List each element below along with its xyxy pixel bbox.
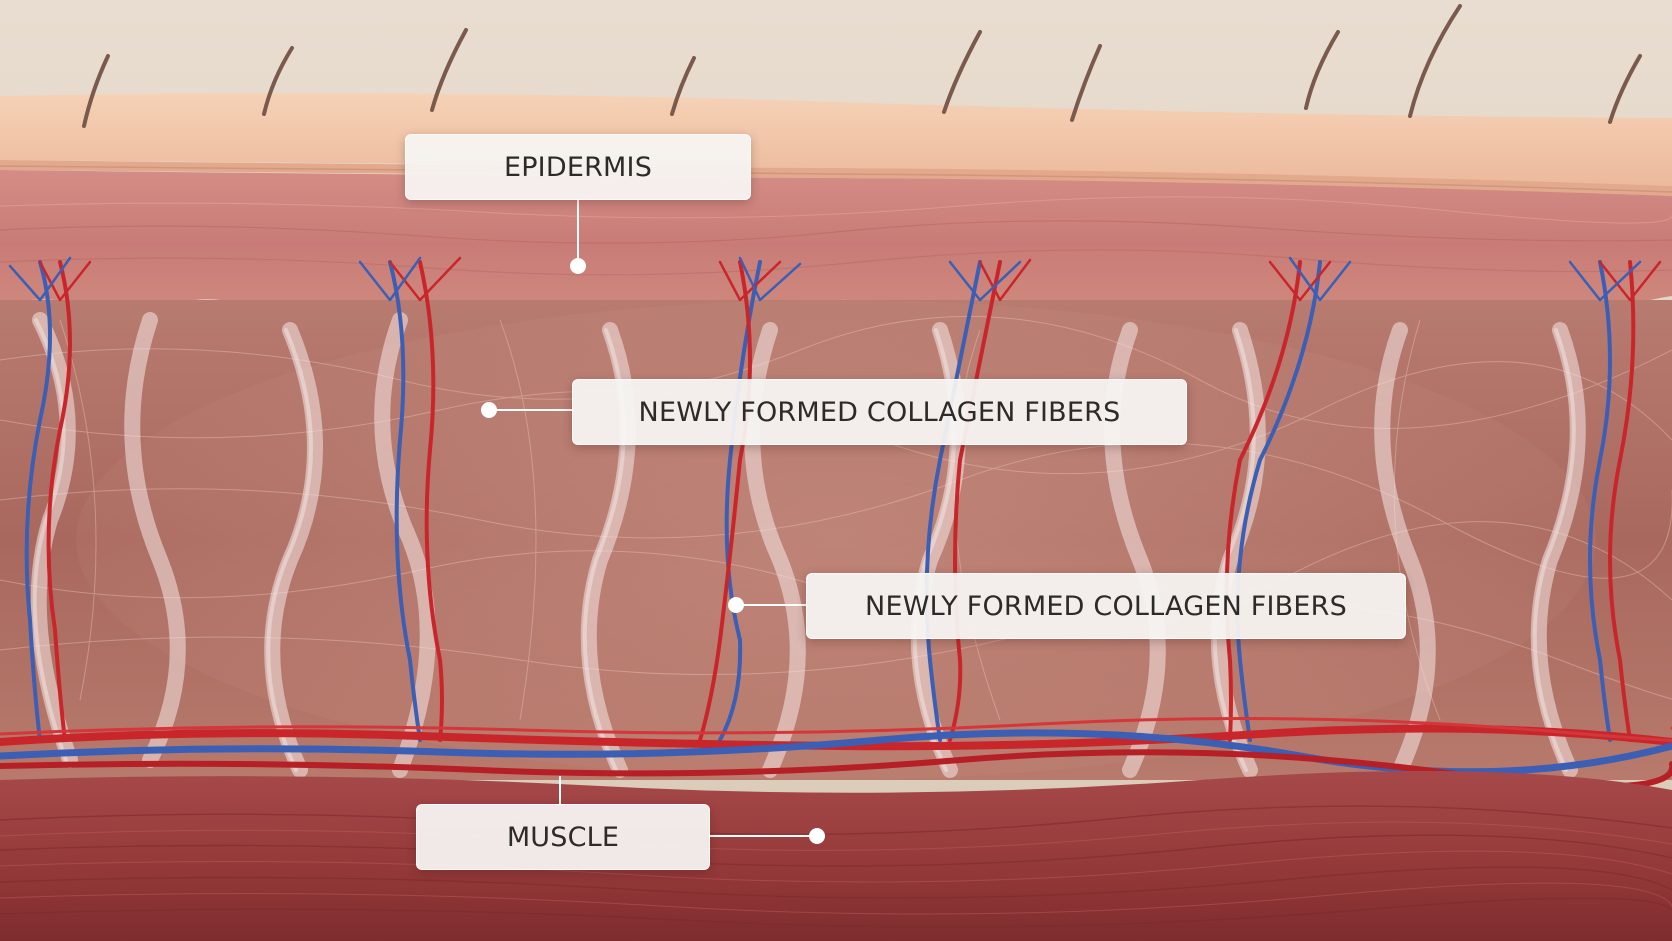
blood-vessels <box>8 256 1662 742</box>
collagen-fibers-label-upper: NEWLY FORMED COLLAGEN FIBERS <box>572 379 1187 445</box>
collagen-fibers-label-lower: NEWLY FORMED COLLAGEN FIBERS <box>806 573 1406 639</box>
muscle-layer <box>0 771 1672 941</box>
dermis-layer <box>0 170 1672 318</box>
collagen-layer <box>0 300 1672 780</box>
hair-strands <box>82 4 1642 128</box>
callout-leaders <box>481 200 825 844</box>
muscle-label: MUSCLE <box>416 804 710 870</box>
epidermis-label: EPIDERMIS <box>405 134 751 200</box>
